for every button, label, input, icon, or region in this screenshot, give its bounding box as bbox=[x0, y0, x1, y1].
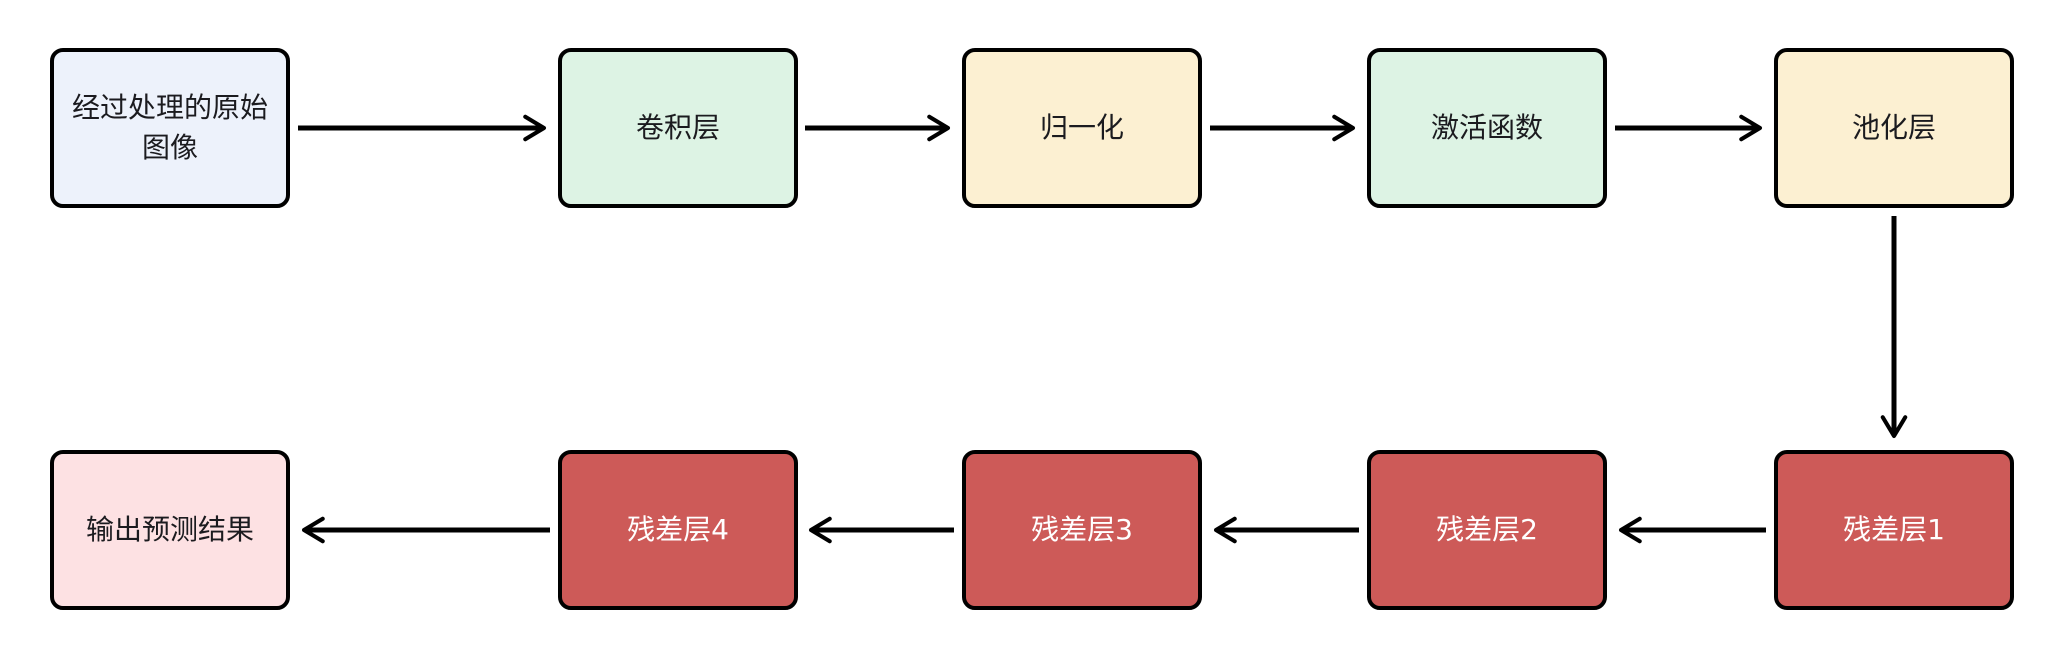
node-residual-2: 残差层2 bbox=[1367, 450, 1607, 610]
node-residual-1: 残差层1 bbox=[1774, 450, 2014, 610]
node-conv-layer: 卷积层 bbox=[558, 48, 798, 208]
node-normalization: 归一化 bbox=[962, 48, 1202, 208]
node-residual-1-label: 残差层1 bbox=[1843, 512, 1945, 546]
node-conv-layer-label: 卷积层 bbox=[635, 110, 720, 144]
node-pooling: 池化层 bbox=[1774, 48, 2014, 208]
node-residual-4: 残差层4 bbox=[558, 450, 798, 610]
node-input-image: 经过处理的原始图像 bbox=[50, 48, 290, 208]
node-output: 输出预测结果 bbox=[50, 450, 290, 610]
node-residual-4-label: 残差层4 bbox=[627, 512, 729, 546]
node-normalization-label: 归一化 bbox=[1039, 110, 1124, 144]
node-pooling-label: 池化层 bbox=[1851, 110, 1936, 144]
node-activation: 激活函数 bbox=[1367, 48, 1607, 208]
node-output-label: 输出预测结果 bbox=[85, 512, 254, 546]
node-residual-3-label: 残差层3 bbox=[1031, 512, 1133, 546]
node-residual-3: 残差层3 bbox=[962, 450, 1202, 610]
node-residual-2-label: 残差层2 bbox=[1436, 512, 1538, 546]
node-input-image-label: 经过处理的原始图像 bbox=[71, 90, 268, 164]
node-activation-label: 激活函数 bbox=[1430, 110, 1543, 144]
